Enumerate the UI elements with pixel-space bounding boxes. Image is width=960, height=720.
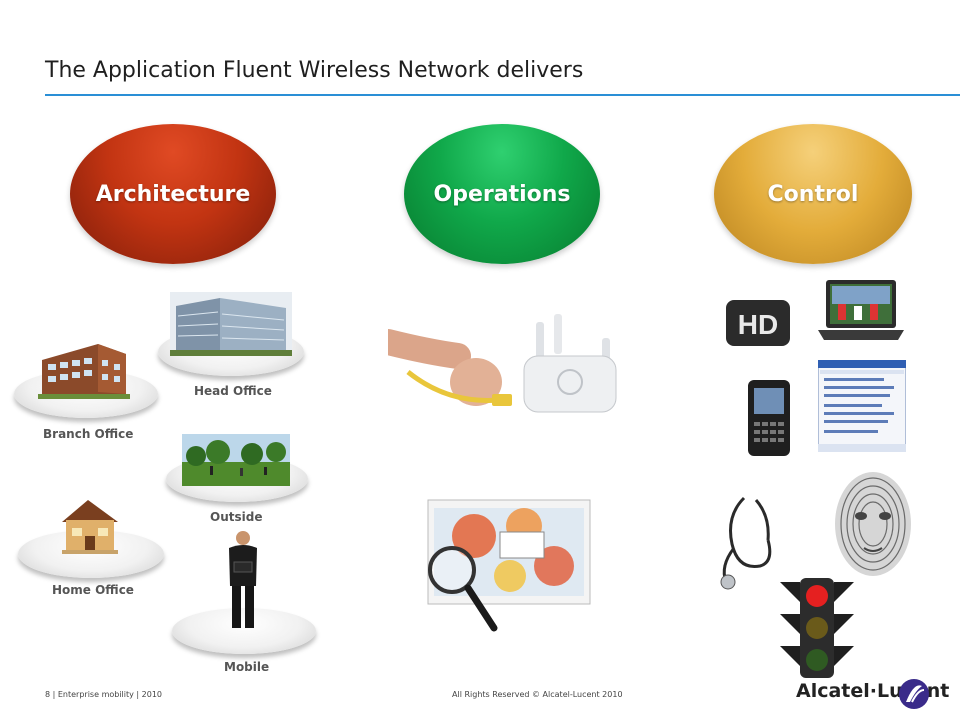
branch-office-label: Branch Office bbox=[43, 427, 134, 441]
outside-label: Outside bbox=[210, 510, 263, 524]
architecture-label: Architecture bbox=[95, 181, 251, 207]
mobile-disc bbox=[172, 608, 316, 654]
architecture-pillar: Architecture bbox=[70, 124, 276, 264]
footer-page-info: 8 | Enterprise mobility | 2010 bbox=[45, 690, 163, 699]
operations-pillar: Operations bbox=[404, 124, 600, 264]
heatmap-magnifier-icon bbox=[427, 499, 591, 632]
outside-park-icon bbox=[182, 434, 290, 486]
branch-office-building-icon bbox=[38, 344, 130, 399]
slide-title: The Application Fluent Wireless Network … bbox=[45, 58, 584, 83]
operations-label: Operations bbox=[433, 181, 571, 207]
hd-badge-text: HD bbox=[738, 309, 778, 340]
laptop-icon bbox=[818, 280, 904, 340]
home-office-house-icon bbox=[62, 500, 118, 554]
control-label: Control bbox=[767, 181, 859, 207]
head-office-building-icon bbox=[170, 292, 292, 356]
stethoscope-icon bbox=[720, 496, 772, 590]
home-office-label: Home Office bbox=[52, 583, 134, 597]
footer-copyright: All Rights Reserved © Alcatel-Lucent 201… bbox=[452, 690, 623, 699]
smartphone-icon bbox=[748, 380, 790, 456]
traffic-light-icon bbox=[780, 578, 854, 678]
contact-list-window-icon bbox=[818, 360, 906, 452]
hd-video-icon: HD bbox=[726, 300, 790, 346]
head-office-label: Head Office bbox=[194, 384, 272, 398]
title-divider bbox=[45, 94, 960, 96]
control-pillar: Control bbox=[714, 124, 912, 264]
ethernet-cable-hand-icon bbox=[388, 314, 617, 413]
mobile-label: Mobile bbox=[224, 660, 270, 674]
mobile-businessman-icon bbox=[229, 531, 257, 628]
alcatel-lucent-logo-icon bbox=[899, 679, 929, 709]
biometric-face-icon bbox=[835, 472, 911, 576]
